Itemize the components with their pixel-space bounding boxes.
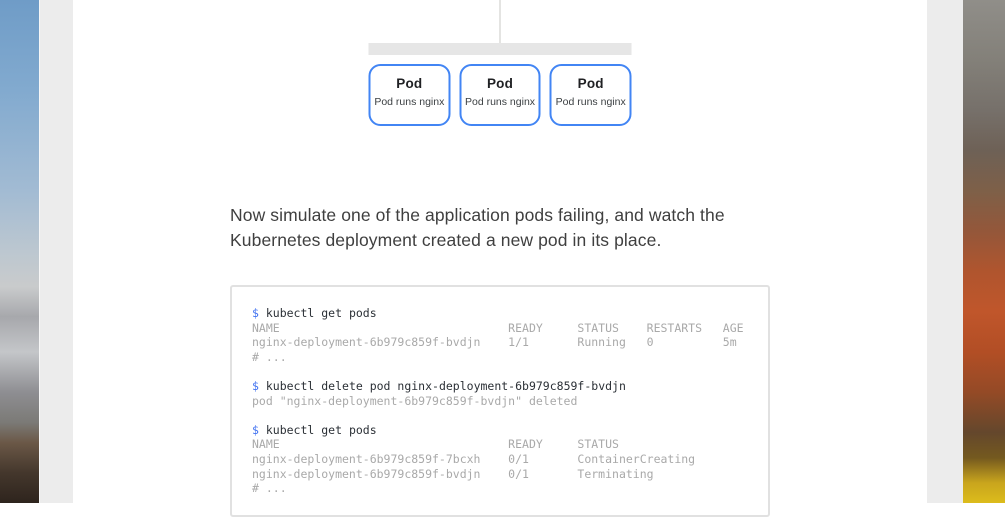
shell-command: kubectl delete pod nginx-deployment-6b97… xyxy=(258,378,626,393)
terminal-line: # ... xyxy=(252,349,287,364)
terminal-line: nginx-deployment-6b979c859f-bvdjn 1/1 Ru… xyxy=(252,335,737,350)
terminal-line: nginx-deployment-6b979c859f-bvdjn 0/1 Te… xyxy=(252,466,654,481)
pod-subtitle: Pod runs nginx xyxy=(555,96,626,108)
terminal-line: $ kubectl get pods xyxy=(252,306,748,321)
shell-prompt-icon: $ xyxy=(252,306,259,320)
terminal-line xyxy=(252,364,748,379)
terminal-line: $ kubectl delete pod nginx-deployment-6b… xyxy=(252,379,748,394)
deployment-connector-line xyxy=(499,0,501,45)
shell-prompt-icon: $ xyxy=(252,422,259,437)
replicaset-connector-bar xyxy=(368,43,632,55)
terminal-line: NAME READY STATUS RESTARTS AGE xyxy=(252,320,744,335)
desktop-wallpaper-left xyxy=(0,0,39,503)
terminal-line: pod "nginx-deployment-6b979c859f-bvdjn" … xyxy=(252,393,578,408)
pod-title: Pod xyxy=(396,76,423,91)
terminal-line: NAME READY STATUS xyxy=(252,437,619,452)
terminal-line: $ kubectl get pods xyxy=(252,423,748,438)
terminal-line: # ... xyxy=(252,481,287,496)
terminal-line: nginx-deployment-6b979c859f-7bcxh 0/1 Co… xyxy=(252,451,696,466)
pod-subtitle: Pod runs nginx xyxy=(374,96,445,108)
terminal-line xyxy=(252,408,748,423)
pod-title: Pod xyxy=(577,76,604,91)
desktop-wallpaper-right xyxy=(963,0,1005,503)
pod-title: Pod xyxy=(486,76,514,91)
article-paragraph: Now simulate one of the application pods… xyxy=(230,205,725,250)
pod-subtitle: Pod runs nginx xyxy=(464,96,536,108)
shell-prompt-icon: $ xyxy=(252,378,259,393)
shell-command: kubectl get pods xyxy=(258,422,377,437)
shell-command: kubectl get pods xyxy=(258,306,377,320)
